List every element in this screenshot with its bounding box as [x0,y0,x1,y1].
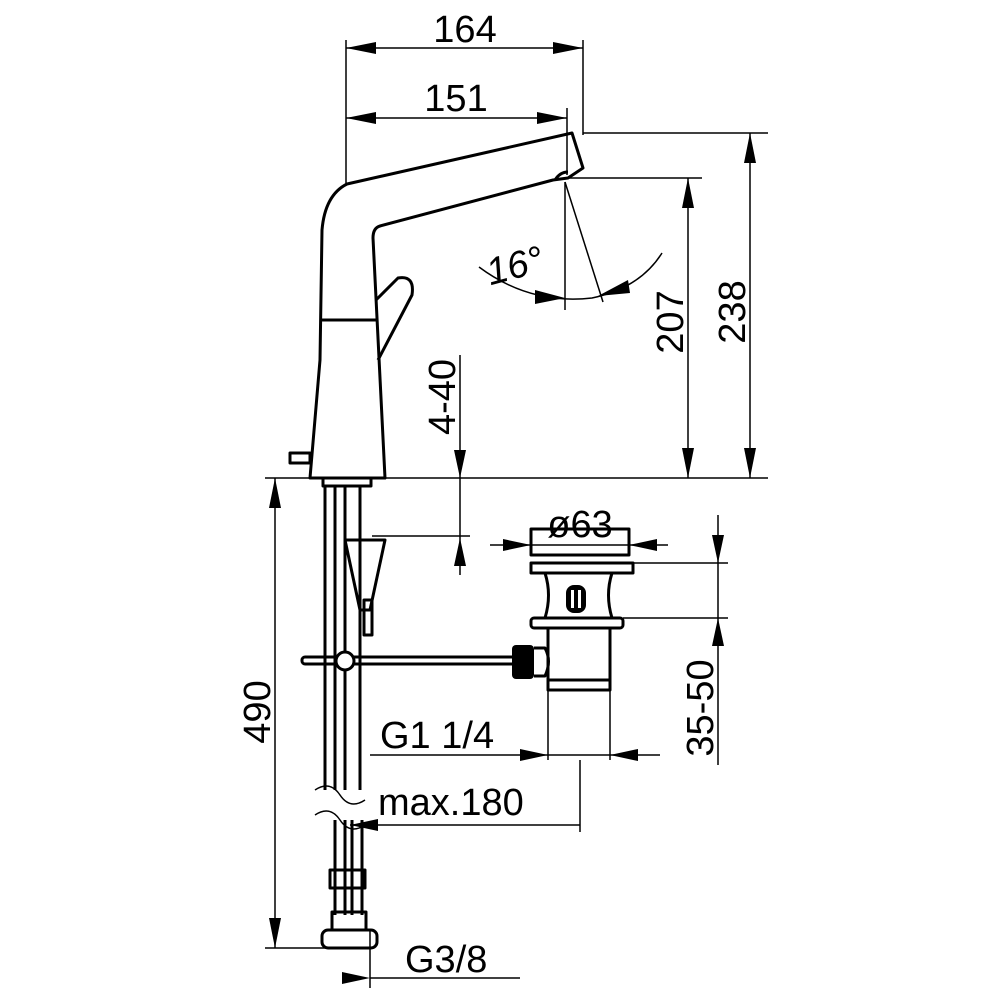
faucet-body [288,131,585,480]
dim-overall-height: 238 [712,280,754,343]
pop-up-knob [288,451,312,465]
waste-assembly [529,527,635,760]
dimension-lines [265,40,768,988]
dim-max-distance: max.180 [378,782,524,824]
dim-waste-thread: G1 1/4 [380,715,494,757]
dim-hose-length: 490 [237,680,279,743]
dim-spray-angle: 16° [482,239,548,294]
lever-handle [374,276,414,361]
dim-overall-reach: 164 [433,9,496,51]
dim-mounting-thickness: 4-40 [422,359,464,435]
dim-waste-depth: 35-50 [680,659,722,756]
dim-spout-reach: 151 [424,78,487,120]
dim-waste-diameter: ø63 [547,504,612,546]
pop-up-rod [300,645,550,679]
supply-hoses [314,476,387,950]
dim-spout-height: 207 [650,290,692,353]
dim-hose-connection: G3/8 [405,939,487,981]
